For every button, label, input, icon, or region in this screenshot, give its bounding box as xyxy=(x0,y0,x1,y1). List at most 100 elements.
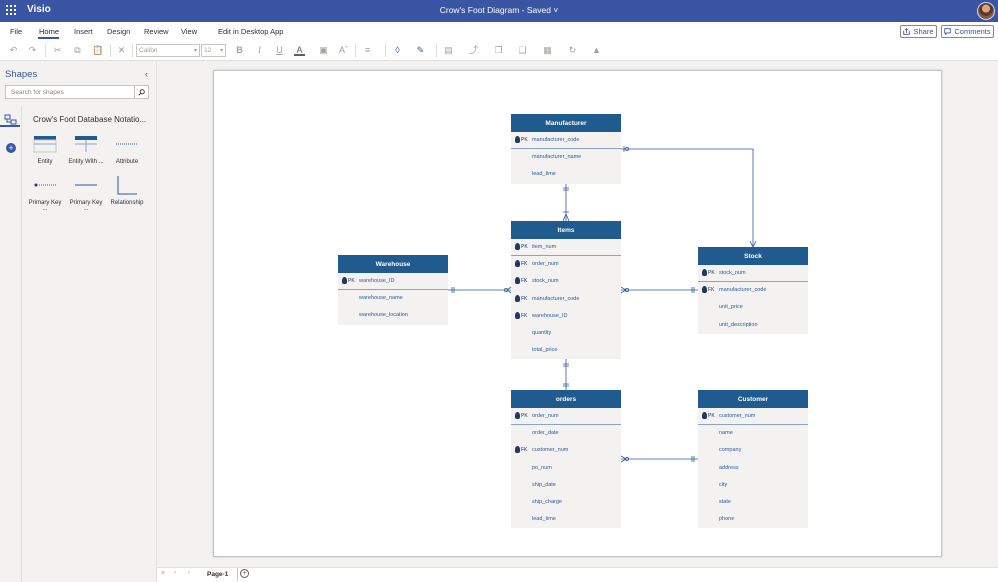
page-tab[interactable]: Page-1 xyxy=(207,571,229,578)
font-color-icon[interactable]: A xyxy=(294,45,305,56)
app-name[interactable]: Visio xyxy=(27,4,51,15)
entity-row[interactable]: phone xyxy=(698,511,808,528)
comments-button[interactable]: Comments xyxy=(941,25,994,38)
entity-row[interactable]: unit_price xyxy=(698,299,808,316)
stencil-icon[interactable] xyxy=(4,112,17,125)
tab-view[interactable]: View xyxy=(181,27,198,36)
stencil-shape-entity-with[interactable]: Entity With ... xyxy=(68,134,104,165)
share-button[interactable]: Share xyxy=(900,25,937,38)
undo-icon[interactable]: ↶ xyxy=(9,45,18,55)
entity-row[interactable]: name xyxy=(698,425,808,442)
group-icon[interactable]: ❏ xyxy=(518,45,527,55)
page-list-icon[interactable]: ≡ xyxy=(161,570,165,577)
entity-row[interactable]: quantity xyxy=(511,325,621,342)
entity-row[interactable]: company xyxy=(698,442,808,459)
entity-row[interactable]: state xyxy=(698,494,808,511)
stencil-shape-attribute[interactable]: Attribute xyxy=(109,134,145,165)
add-stencil-icon[interactable]: + xyxy=(6,143,16,153)
text-box-icon[interactable]: ▣ xyxy=(319,45,328,55)
entity-row[interactable]: po_num xyxy=(511,460,621,477)
search-icon[interactable] xyxy=(134,86,148,98)
italic-icon[interactable]: I xyxy=(258,45,261,55)
entity-row[interactable]: lead_time xyxy=(511,511,621,528)
entity-row[interactable]: lead_time xyxy=(511,166,621,183)
copy-icon[interactable]: ⧉ xyxy=(74,45,81,55)
styles-icon[interactable]: ▲ xyxy=(592,45,601,55)
align-icon[interactable]: ≡ xyxy=(364,45,371,55)
avatar[interactable] xyxy=(977,2,995,20)
entity-row[interactable]: city xyxy=(698,477,808,494)
delete-icon[interactable]: ✕ xyxy=(117,45,126,55)
entity-title[interactable]: Customer xyxy=(698,390,808,408)
paste-icon[interactable]: 📋 xyxy=(92,45,104,55)
entity-row[interactable]: address xyxy=(698,460,808,477)
next-page-icon[interactable]: › xyxy=(188,569,191,576)
fill-icon[interactable]: ◊ xyxy=(395,45,400,55)
primary-key-icon: PK xyxy=(342,277,355,284)
line-color-icon[interactable]: ✎ xyxy=(416,45,425,55)
tab-home[interactable]: Home xyxy=(39,27,60,36)
entity-row[interactable]: unit_description xyxy=(698,317,808,334)
previous-page-icon[interactable]: ‹ xyxy=(174,569,177,576)
entity-title[interactable]: Warehouse xyxy=(338,255,448,273)
stencil-shape-relationship[interactable]: Relationship xyxy=(109,175,145,206)
document-title-text[interactable]: Crow's Foot Diagram - Saved xyxy=(439,5,551,15)
entity-row[interactable]: manufacturer_name xyxy=(511,149,621,166)
bold-icon[interactable]: B xyxy=(236,45,243,55)
tab-insert[interactable]: Insert xyxy=(74,27,93,36)
entity-row[interactable]: warehouse_location xyxy=(338,307,448,324)
font-size-select[interactable]: 12▾ xyxy=(201,44,226,57)
entity-title[interactable]: Stock xyxy=(698,247,808,265)
entity-title[interactable]: orders xyxy=(511,390,621,408)
document-title[interactable]: Crow's Foot Diagram - Saved ˅ xyxy=(0,5,998,15)
size-icon[interactable]: ▦ xyxy=(543,45,552,55)
position-icon[interactable]: ▤ xyxy=(444,45,453,55)
stencil-shape-entity[interactable]: Entity xyxy=(27,134,63,165)
entity-row[interactable]: total_price xyxy=(511,342,621,359)
chevron-down-icon[interactable]: ˅ xyxy=(553,5,559,15)
entity-title[interactable]: Manufacturer xyxy=(511,114,621,132)
font-name-select[interactable]: Calibri▾ xyxy=(136,44,200,57)
underline-icon[interactable]: U xyxy=(276,45,283,55)
font-grow-icon[interactable]: Aˆ xyxy=(339,45,348,55)
collapse-pane-icon[interactable]: ‹ xyxy=(145,69,148,79)
entity-row[interactable]: ship_date xyxy=(511,477,621,494)
tab-file[interactable]: File xyxy=(10,27,23,36)
entity-row[interactable]: warehouse_name xyxy=(338,290,448,307)
entity-title[interactable]: Items xyxy=(511,221,621,239)
app-launcher-icon[interactable] xyxy=(6,5,16,15)
redo-icon[interactable]: ↷ xyxy=(28,45,37,55)
shape-search-input[interactable]: Search for shapes xyxy=(5,85,149,99)
add-page-icon[interactable]: + xyxy=(240,569,249,578)
edit-in-desktop-app-button[interactable]: Edit in Desktop App xyxy=(218,27,284,36)
stencil-shape-primary-key-2[interactable]: Primary Key ... xyxy=(68,175,104,212)
tab-review[interactable]: Review xyxy=(144,27,169,36)
cut-icon[interactable]: ✂ xyxy=(53,45,62,55)
arrange-icon[interactable]: ❐ xyxy=(494,45,503,55)
relationship-manufacturer-stock[interactable] xyxy=(621,148,754,247)
stencil-shape-primary-key-1[interactable]: Primary Key ... xyxy=(27,175,63,212)
entity-row[interactable]: ship_charge xyxy=(511,494,621,511)
rotate-icon[interactable]: ↻ xyxy=(568,45,577,55)
tab-design[interactable]: Design xyxy=(107,27,131,36)
entity-row[interactable]: order_date xyxy=(511,425,621,442)
connector-icon[interactable]: ⤴ xyxy=(468,45,478,55)
